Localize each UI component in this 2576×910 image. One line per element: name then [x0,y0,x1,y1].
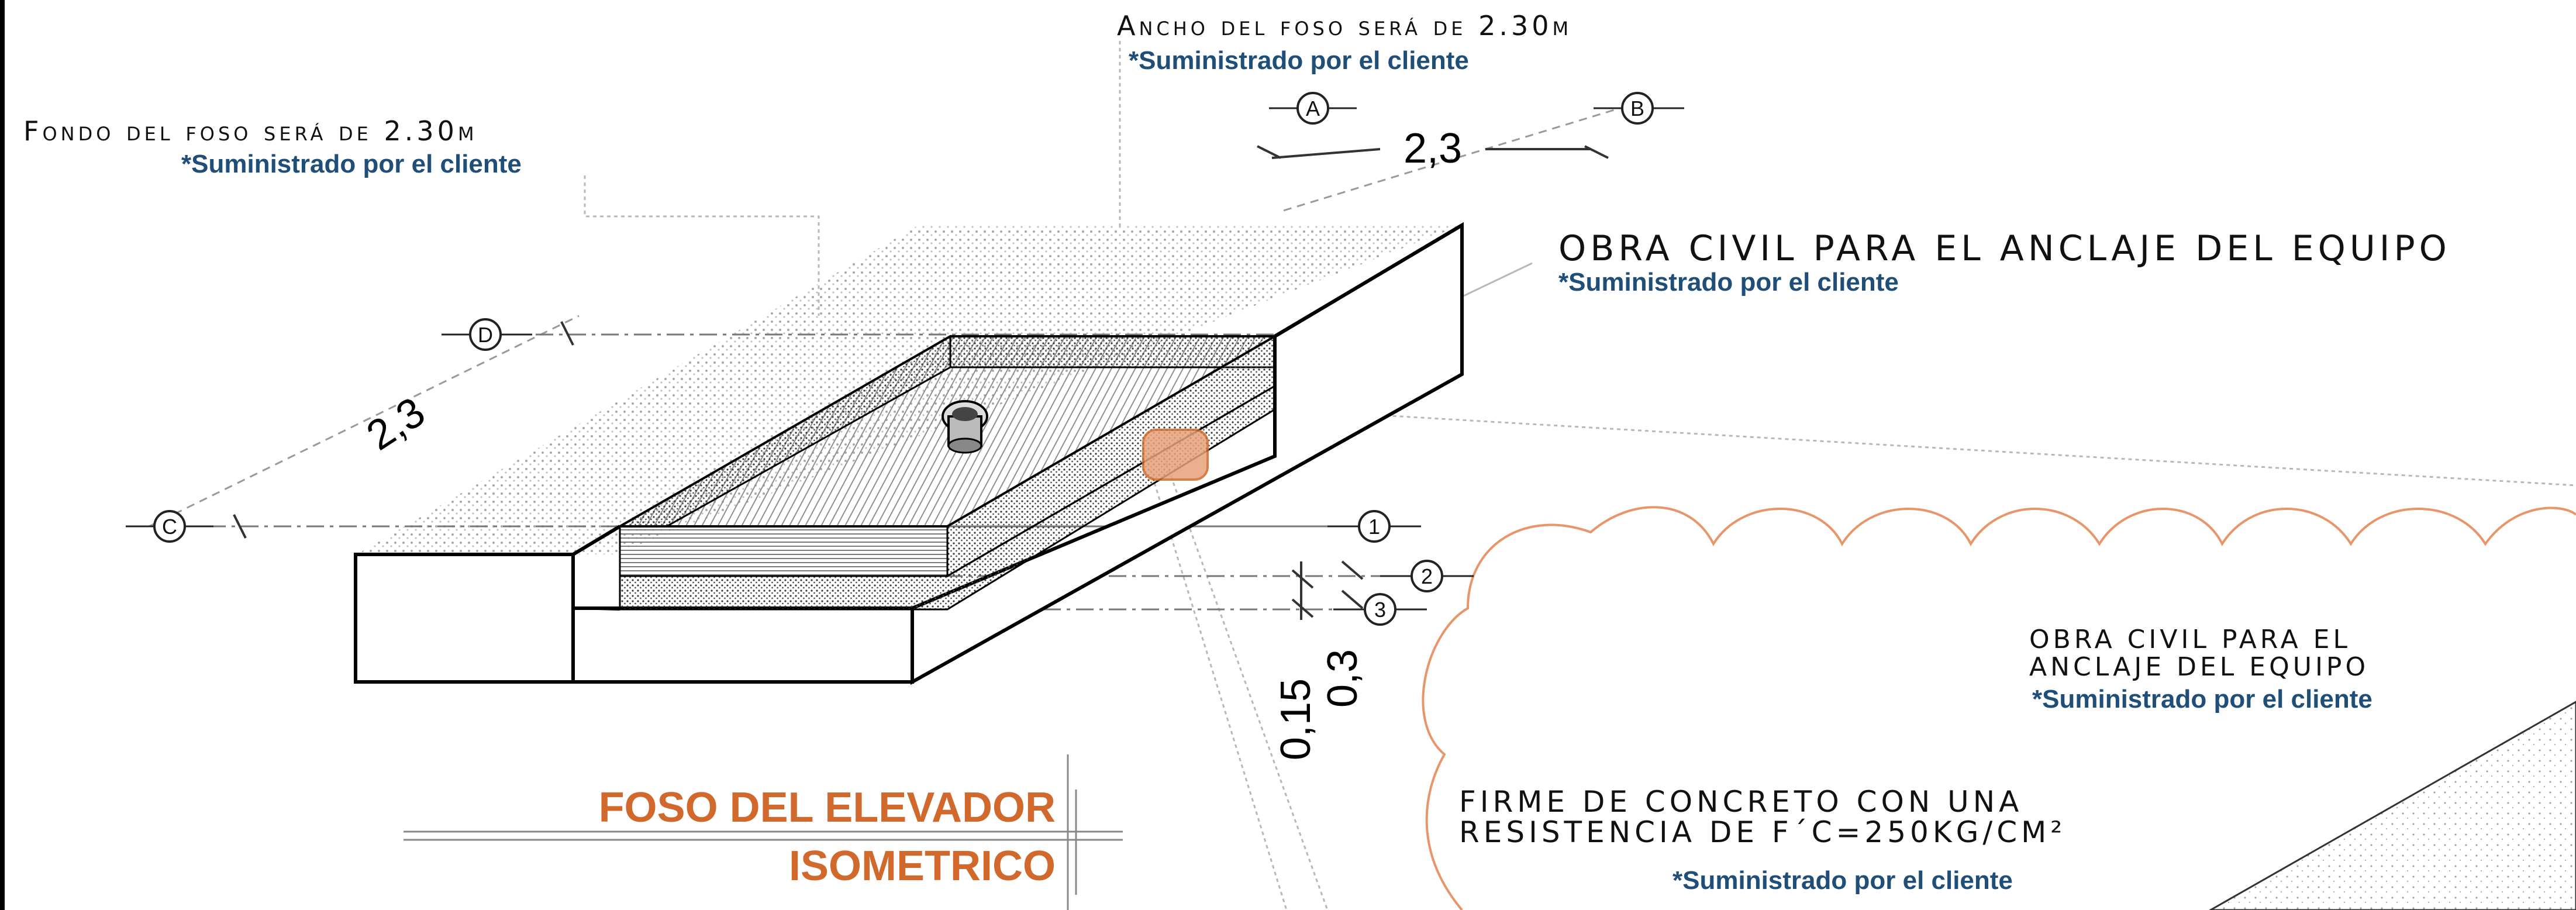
label-obra-civil-note: *Suministrado por el cliente [1558,268,1899,297]
bubble-label-3: 3 [1374,598,1386,622]
label-obra-civil-2-line2: ANCLAJE DEL EQUIPO [2029,652,2369,682]
label-fondo-note: *Suministrado por el cliente [181,150,522,178]
grid-bubble-b: B [1594,92,1684,125]
pit-base-edge [573,607,620,611]
pit-inner-back-wall [949,335,1276,368]
label-firme-line1: FIRME DE CONCRETO CON UNA [1459,785,2023,819]
bubble-label-a: A [1306,96,1320,120]
label-firme-line2: RESISTENCIA DE F´C=250KG/CM² [1459,815,2066,849]
grid-bubble-2: 2 [1380,560,1474,592]
bubble-label-1: 1 [1368,515,1380,539]
label-fondo: Fondo del foso será de 2.30m [23,115,478,147]
bubble-label-c: C [162,515,177,539]
bubble-label-b: B [1630,96,1644,120]
dimension-slab: 0,15 [1273,678,1319,760]
dimension-lines [233,145,1609,620]
dimension-depth: 2,3 [358,388,433,460]
title-block: FOSO DEL ELEVADOR ISOMETRICO [404,754,1123,910]
dimension-width: 2,3 [1403,125,1462,172]
frame-border [0,0,5,910]
label-ancho: Ancho del foso será de 2.30m [1117,10,1572,42]
revision-cloud [1422,506,2576,910]
grid-bubble-d: D [442,318,532,351]
pit-front-lines [619,525,949,577]
label-obra-civil-2-line1: OBRA CIVIL PARA EL [2029,625,2351,654]
bubble-label-2: 2 [1421,564,1433,588]
label-obra-civil-2-note: *Suministrado por el cliente [2032,685,2372,713]
grid-bubble-3: 3 [1333,593,1427,626]
bubble-label-d: D [478,323,493,347]
grid-bubble-a: A [1269,92,1357,125]
anchor-patch [1142,429,1209,481]
drain-fitting [942,400,988,454]
grid-bubble-1: 1 [1327,510,1421,543]
grid-bubble-c: C [126,510,213,543]
label-firme-note: *Suministrado por el cliente [1672,866,2013,895]
label-obra-civil: OBRA CIVIL PARA EL ANCLAJE DEL EQUIPO [1558,228,2451,269]
title-line2: ISOMETRICO [789,843,1056,890]
dimension-pit-depth: 0,3 [1319,649,1366,708]
hatch-bottom-right [2208,701,2576,910]
pit-edge [1274,223,1463,338]
pit-left-block [354,553,575,684]
pit-front-base [571,606,914,684]
title-line1: FOSO DEL ELEVADOR [599,784,1056,831]
label-ancho-note: *Suministrado por el cliente [1129,46,1469,75]
pit-edge-top [572,525,621,556]
